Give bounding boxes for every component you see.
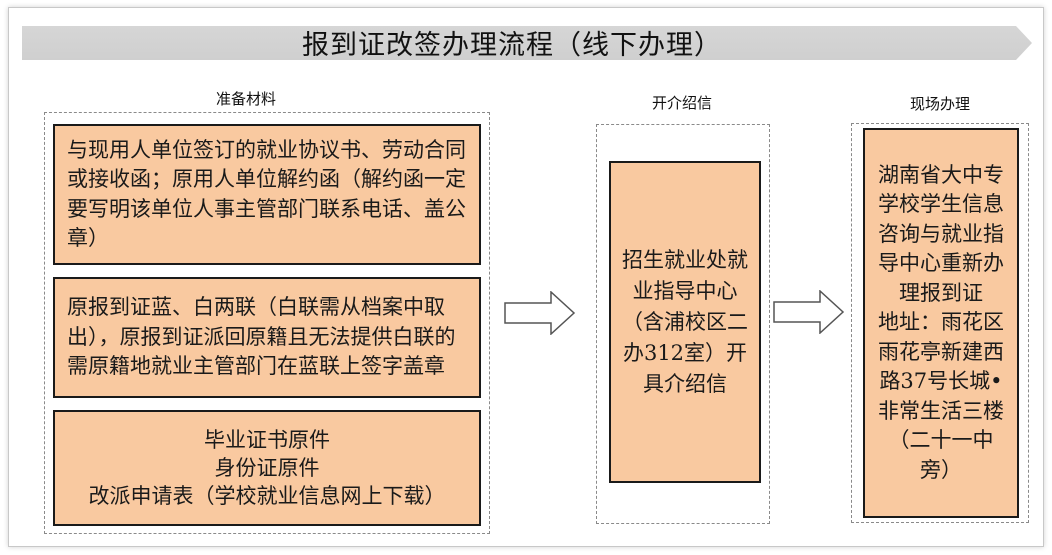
material-documents-text: 毕业证书原件 身份证原件 改派申请表（学校就业信息网上下载） — [88, 428, 446, 508]
section-label-onsite: 现场办理 — [909, 95, 970, 113]
onsite-text: 湖南省大中专学校学生信息咨询与就业指导中心重新办理报到证 地址：雨花区雨花亭新建… — [878, 162, 1004, 482]
diagram-frame — [8, 7, 1044, 547]
title-banner-shape — [22, 26, 1032, 60]
onsite-box: 湖南省大中专学校学生信息咨询与就业指导中心重新办理报到证 地址：雨花区雨花亭新建… — [863, 128, 1019, 518]
section-label-prepare: 准备材料 — [215, 90, 276, 108]
right-arrow-icon — [773, 290, 845, 334]
group-prepare — [44, 112, 490, 534]
right-arrow-icon — [504, 291, 576, 335]
group-onsite — [851, 123, 1029, 523]
material-certificate-text: 原报到证蓝、白两联（白联需从档案中取出），原报到证派回原籍且无法提供白联的需原籍… — [67, 295, 456, 379]
material-agreement-text: 与现用人单位签订的就业协议书、劳动合同或接收函；原用人单位解约函（解约函一定要写… — [67, 137, 466, 251]
letter-text: 招生就业处就业指导中心（含浦校区二办312室）开具介绍信 — [622, 247, 748, 396]
group-letter — [596, 124, 770, 524]
material-box-documents: 毕业证书原件 身份证原件 改派申请表（学校就业信息网上下载） — [53, 410, 481, 526]
material-box-certificate: 原报到证蓝、白两联（白联需从档案中取出），原报到证派回原籍且无法提供白联的需原籍… — [53, 277, 481, 398]
title-banner: 报到证改签办理流程（线下办理） — [22, 26, 1032, 61]
material-box-agreement: 与现用人单位签订的就业协议书、劳动合同或接收函；原用人单位解约函（解约函一定要写… — [53, 124, 481, 265]
section-label-letter: 开介绍信 — [651, 94, 712, 112]
letter-box: 招生就业处就业指导中心（含浦校区二办312室）开具介绍信 — [609, 161, 761, 483]
page-title: 报到证改签办理流程（线下办理） — [302, 30, 722, 61]
